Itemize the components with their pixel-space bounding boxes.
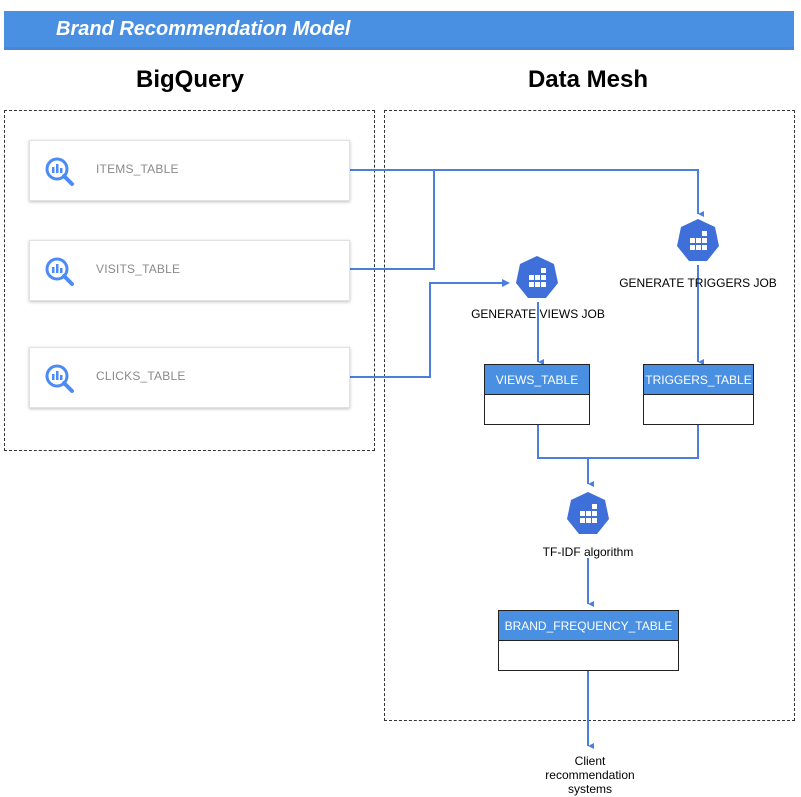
- diagram-title: Brand Recommendation Model: [56, 18, 351, 40]
- bigquery-icon: [45, 257, 74, 286]
- bigquery-region: [4, 110, 375, 451]
- views-table-header: VIEWS_TABLE: [485, 365, 589, 395]
- tables-merge-connector: [537, 425, 699, 459]
- bigquery-table-label: VISITS_TABLE: [96, 262, 181, 276]
- visits-to-triggers-connector: [350, 170, 435, 270]
- views-table[interactable]: VIEWS_TABLE: [484, 364, 590, 425]
- brand-frequency-table[interactable]: BRAND_FREQUENCY_TABLE: [498, 610, 679, 671]
- tfidf-job-icon[interactable]: [564, 490, 612, 538]
- data-mesh-section-title: Data Mesh: [527, 66, 649, 93]
- views-job-label: GENERATE VIEWS JOB: [471, 307, 605, 321]
- bigquery-table-card-visits[interactable]: VISITS_TABLE: [29, 240, 350, 301]
- triggers-table[interactable]: TRIGGERS_TABLE: [643, 364, 754, 425]
- client-label-line: Client: [574, 754, 606, 768]
- triggers-job-label: GENERATE TRIGGERS JOB: [619, 276, 777, 290]
- triggers-table-header: TRIGGERS_TABLE: [644, 365, 753, 395]
- title-bar: Brand Recommendation Model: [4, 11, 794, 50]
- items-to-triggers-connector: [350, 169, 698, 214]
- bigquery-table-card-clicks[interactable]: CLICKS_TABLE: [29, 347, 350, 408]
- bigquery-section-title: BigQuery: [135, 66, 245, 93]
- brand-frequency-table-header: BRAND_FREQUENCY_TABLE: [499, 611, 678, 641]
- bigquery-table-label: ITEMS_TABLE: [96, 162, 179, 176]
- views-job-icon[interactable]: [513, 254, 561, 302]
- clicks-to-views-connector: [350, 279, 510, 378]
- client-label-line: systems: [567, 782, 612, 796]
- triggers-job-icon[interactable]: [674, 217, 722, 265]
- client-label-line: recommendation: [545, 768, 635, 782]
- data-mesh-region: [384, 110, 795, 721]
- bigquery-icon: [45, 157, 74, 186]
- bigquery-icon: [45, 364, 74, 393]
- bigquery-table-label: CLICKS_TABLE: [96, 369, 186, 383]
- client-systems-label: Client recommendation systems: [530, 754, 650, 796]
- tfidf-job-label: TF-IDF algorithm: [542, 545, 634, 559]
- bigquery-table-card-items[interactable]: ITEMS_TABLE: [29, 140, 350, 201]
